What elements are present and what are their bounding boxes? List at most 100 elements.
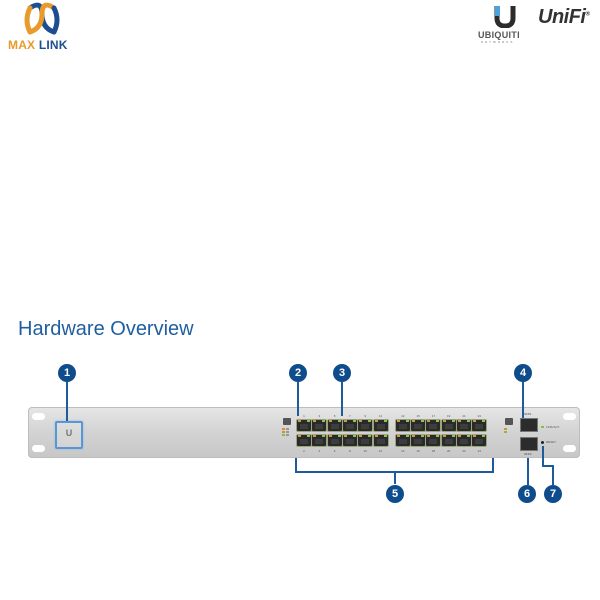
port-socket [300, 439, 308, 444]
led-legend-orange [504, 428, 507, 430]
port-number-label: 4 [318, 449, 321, 453]
leader-line [542, 465, 554, 467]
led-legend-text [286, 434, 289, 436]
port-socket [315, 424, 324, 429]
rj45-port-15[interactable] [411, 420, 426, 431]
reset-button[interactable] [541, 441, 544, 444]
port-number-label: 10 [363, 449, 367, 453]
rack-ear-hole [563, 445, 576, 452]
port-socket [376, 439, 385, 444]
port-number-label: 18 [431, 449, 436, 453]
port-socket [315, 439, 324, 444]
port-number-label: 19 [447, 414, 451, 418]
port-socket [414, 439, 423, 444]
port-number-label: 5 [333, 414, 336, 418]
leader-line [527, 458, 529, 485]
rj45-port-18[interactable] [426, 435, 441, 446]
sfp-port-1[interactable] [520, 418, 538, 432]
port-number-label: 8 [349, 449, 351, 453]
port-socket [460, 439, 468, 444]
port-socket [414, 424, 423, 429]
port-socket [429, 439, 438, 444]
rack-ear-hole [32, 413, 45, 420]
rj45-port-6[interactable] [327, 435, 342, 446]
callout-3: 3 [333, 364, 351, 382]
rj45-port-13[interactable] [395, 420, 410, 431]
rj45-port-14[interactable] [395, 435, 410, 446]
port-number-label: 14 [401, 449, 405, 453]
leader-line [542, 446, 544, 466]
callout-4: 4 [514, 364, 532, 382]
port-socket [475, 424, 484, 429]
port-number-label: 3 [318, 414, 321, 418]
rj45-port-16[interactable] [411, 435, 426, 446]
rj45-port-8[interactable] [342, 435, 357, 446]
rj45-port-10[interactable] [358, 435, 373, 446]
rj45-port-17[interactable] [426, 420, 441, 431]
ubiquiti-u-glyph: U [65, 428, 73, 438]
port-number-label: 21 [462, 414, 466, 418]
shield-icon [505, 418, 513, 425]
port-socket [429, 424, 438, 429]
rack-ear-hole [563, 413, 576, 420]
port-socket [398, 439, 407, 444]
section-title: Hardware Overview [18, 318, 194, 340]
port-number-label: 6 [333, 449, 336, 453]
unifi-logo: UniFi® [538, 6, 590, 28]
leader-line [297, 382, 299, 416]
rj45-port-11[interactable] [373, 420, 388, 431]
port-number-label: 24 [477, 449, 481, 453]
port-socket [345, 424, 354, 429]
port-number-label: 17 [431, 414, 436, 418]
port-socket [345, 439, 354, 444]
port-socket [376, 424, 385, 429]
sfp-led [541, 426, 544, 428]
led-legend-orange [282, 428, 285, 430]
leader-line [66, 382, 68, 421]
port-number-label: 11 [378, 414, 383, 418]
callout-5: 5 [386, 485, 404, 503]
leader-line [552, 465, 554, 485]
rj45-port-24[interactable] [472, 435, 487, 446]
port-number-label: 1 [303, 414, 305, 418]
port-socket [330, 424, 339, 429]
maxlink-logo: MAX LINK [8, 2, 78, 54]
rj45-port-7[interactable] [342, 420, 357, 431]
maxlink-knot-icon [24, 2, 60, 35]
ubiquiti-u-icon [494, 6, 516, 28]
rj45-port-9[interactable] [358, 420, 373, 431]
callout-7: 7 [544, 485, 562, 503]
port-number-label: 16 [416, 449, 420, 453]
leader-line [394, 471, 396, 484]
rj45-port-20[interactable] [441, 435, 456, 446]
front-logo-led: U [55, 421, 83, 449]
port-socket [475, 439, 484, 444]
switch-chassis [28, 407, 580, 458]
rj45-port-19[interactable] [441, 420, 456, 431]
rj45-port-21[interactable] [457, 420, 471, 431]
callout-1: 1 [58, 364, 76, 382]
rj45-port-22[interactable] [457, 435, 471, 446]
port-number-label: 13 [401, 414, 405, 418]
port-number-label: 22 [462, 449, 466, 453]
port-socket [300, 424, 308, 429]
led-legend-orange [282, 431, 285, 433]
rj45-port-3[interactable] [312, 420, 327, 431]
rj45-port-5[interactable] [327, 420, 342, 431]
port-socket [398, 424, 407, 429]
port-socket [361, 424, 370, 429]
led-legend-green [282, 434, 285, 436]
leader-line [492, 458, 494, 472]
leader-line [295, 458, 297, 472]
callout-6: 6 [518, 485, 536, 503]
callout-2: 2 [289, 364, 307, 382]
port-number-label: 9 [364, 414, 367, 418]
maxlink-wordmark: MAX LINK [8, 38, 68, 52]
sfp-port-2[interactable] [520, 437, 538, 451]
rj45-port-4[interactable] [312, 435, 327, 446]
port-socket [460, 424, 468, 429]
rj45-port-12[interactable] [373, 435, 388, 446]
rj45-port-23[interactable] [472, 420, 487, 431]
rj45-port-1[interactable] [297, 420, 311, 431]
rj45-port-2[interactable] [297, 435, 311, 446]
